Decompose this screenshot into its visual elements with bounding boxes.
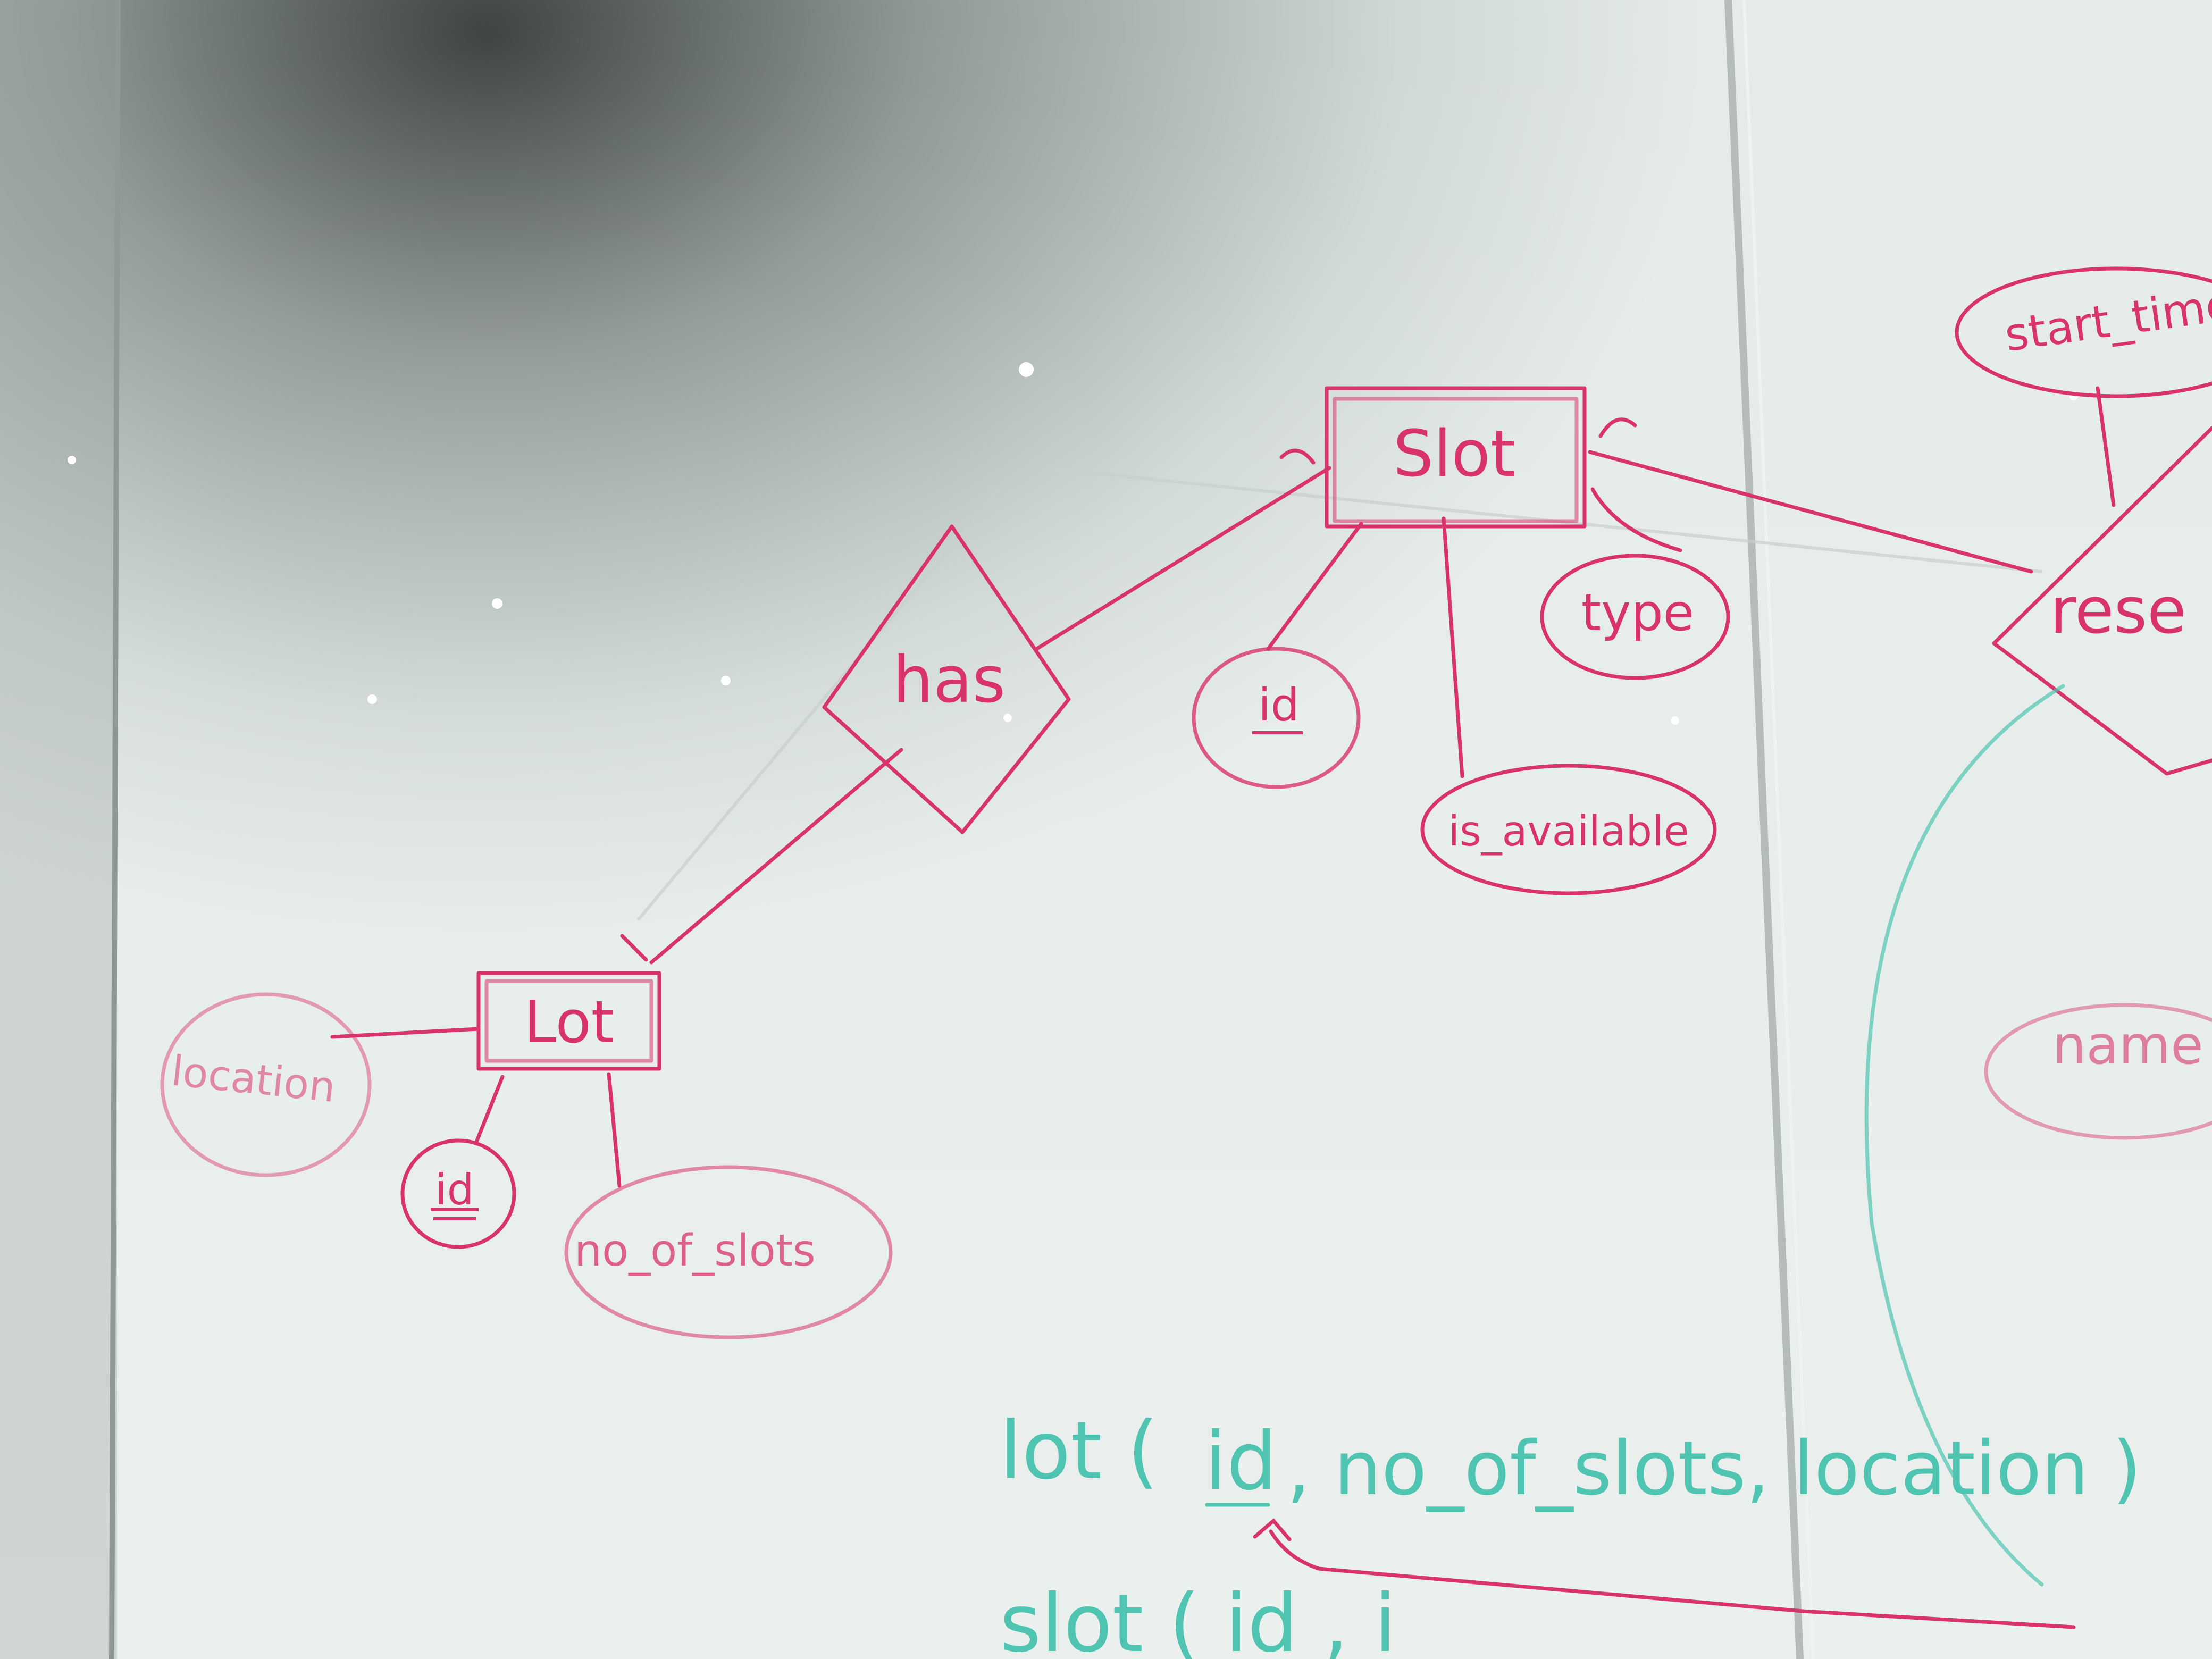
light-reflection: [492, 598, 502, 609]
relationship-reserve-diamond: [1992, 426, 2212, 776]
cardinality-mark: [620, 934, 648, 962]
schema-slot-line: slot ( id , i: [1000, 1578, 1396, 1659]
attribute-lot-id-oval: [400, 1138, 516, 1249]
panel-seam-right: [1724, 0, 1804, 1659]
left-edge-shadow: [0, 0, 117, 1659]
entity-slot-box: [1325, 386, 1587, 529]
light-reflection: [1671, 716, 1679, 725]
light-reflection: [68, 456, 76, 464]
relationship-has-diamond: [822, 524, 1071, 834]
connector-lot-id: [474, 1075, 505, 1145]
connector-lot-has: [649, 748, 903, 965]
relationship-reserve-label: rese: [2050, 574, 2186, 648]
relationship-has-label: has: [893, 643, 1006, 717]
attribute-type-label: type: [1581, 584, 1694, 642]
panel-seam-left: [109, 0, 121, 1659]
smudge-line: [636, 488, 1001, 921]
connector-lot-location: [330, 1027, 481, 1039]
schema-lot-table: lot (: [1000, 1405, 1158, 1497]
light-reflection: [1003, 714, 1012, 722]
connector-slot-reserve: [1588, 450, 2033, 574]
connector-slot-type: [1590, 487, 1682, 552]
attribute-name-oval: [1984, 1003, 2212, 1140]
cardinality-mark: [1598, 417, 1637, 438]
schema-lot-key: id: [1204, 1415, 1277, 1508]
attribute-is-available-oval: [1420, 764, 1717, 895]
panel-seam-right-edge: [1742, 0, 1815, 1659]
attribute-no-of-slots-label: no_of_slots: [574, 1226, 816, 1276]
entity-slot-label: Slot: [1393, 417, 1515, 491]
entity-lot-label: Lot: [524, 988, 614, 1056]
connector-reserve-start-time: [2096, 386, 2116, 507]
connector-lot-slots: [607, 1072, 622, 1188]
light-reflection: [721, 676, 731, 685]
entity-slot-box-inner: [1333, 397, 1579, 523]
attribute-no-of-slots-oval: [564, 1165, 893, 1339]
large-teal-arc: [1864, 684, 2065, 1587]
attribute-name-label: name: [2052, 1014, 2203, 1076]
foreign-key-arrow: [1269, 1529, 1805, 1613]
entity-lot-box: [476, 971, 661, 1071]
connector-slot-available: [1442, 516, 1464, 778]
foreign-key-arrowhead: [1253, 1518, 1292, 1541]
attribute-lot-id-label: id: [435, 1165, 474, 1214]
light-reflection: [367, 694, 377, 704]
connector-has-slot: [1035, 466, 1331, 651]
cardinality-mark: [1279, 448, 1316, 465]
attribute-location-oval: [160, 992, 372, 1177]
light-reflection: [1019, 362, 1034, 377]
attribute-start-time-oval: [1955, 266, 2212, 398]
entity-lot-box-inner: [484, 979, 653, 1063]
schema-lot-columns: , no_of_slots, location ): [1287, 1426, 2141, 1512]
attribute-type-oval: [1540, 554, 1730, 680]
foreign-key-line-right: [1800, 1609, 2076, 1629]
attribute-slot-id-oval: [1192, 647, 1361, 789]
connector-slot-id: [1266, 522, 1363, 651]
attribute-slot-id-label: id: [1258, 679, 1300, 732]
attribute-is-available-label: is_available: [1448, 808, 1689, 856]
